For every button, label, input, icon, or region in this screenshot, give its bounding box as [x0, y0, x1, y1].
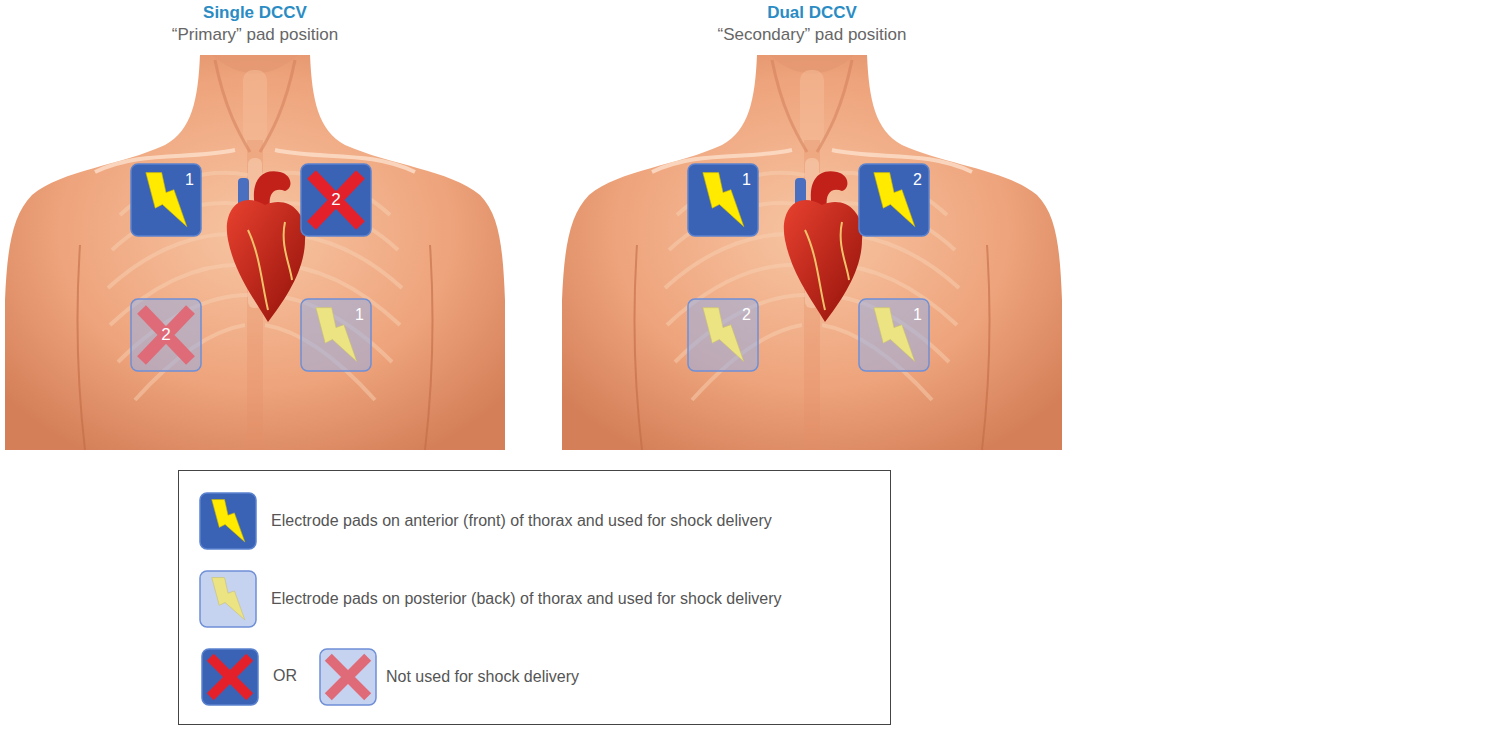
- electrode-pad: 1: [858, 298, 930, 372]
- lightning-bolt: [212, 578, 245, 620]
- electrode-pad: 2: [130, 298, 202, 372]
- legend-text: Not used for shock delivery: [386, 647, 579, 707]
- legend-swatch: [199, 570, 257, 628]
- lightning-bolt: [212, 500, 245, 542]
- pad-number: 1: [355, 306, 364, 324]
- pad-rect: [200, 493, 256, 549]
- legend-box: Electrode pads on anterior (front) of th…: [178, 470, 891, 725]
- not-used-cross: [312, 175, 361, 226]
- legend-row: Electrode pads on anterior (front) of th…: [179, 491, 890, 551]
- pad-rect: [301, 299, 371, 371]
- panel-title: Dual DCCV: [767, 3, 857, 23]
- or-label: OR: [273, 666, 297, 686]
- legend-row: Electrode pads on posterior (back) of th…: [179, 569, 890, 629]
- pad-number: 1: [185, 171, 194, 189]
- pad-number: 2: [742, 306, 751, 324]
- pad-rect: [301, 164, 371, 236]
- legend-swatch: [201, 648, 259, 706]
- pad-number: 2: [913, 171, 922, 189]
- not-used-cross: [210, 657, 249, 696]
- lightning-bolt: [703, 173, 744, 227]
- pad-rect: [859, 164, 929, 236]
- pad-rect: [131, 164, 201, 236]
- panel-subtitle: “Primary” pad position: [172, 25, 338, 45]
- pad-rect: [131, 299, 201, 371]
- pad-number: 2: [161, 326, 170, 344]
- pad-rect: [688, 299, 758, 371]
- pad-shape: [201, 648, 259, 706]
- pad-shape: [199, 570, 257, 628]
- panel-subtitle: “Secondary” pad position: [717, 25, 906, 45]
- legend-swatch: [199, 492, 257, 550]
- not-used-cross: [328, 657, 367, 696]
- pad-number: 1: [742, 171, 751, 189]
- electrode-pad: 2: [687, 298, 759, 372]
- electrode-pad: 2: [300, 163, 372, 237]
- electrode-pad: 2: [858, 163, 930, 237]
- lightning-bolt: [316, 308, 357, 362]
- legend-text: Electrode pads on posterior (back) of th…: [271, 569, 782, 629]
- lightning-bolt: [874, 173, 915, 227]
- electrode-pad: 1: [300, 298, 372, 372]
- pad-number: 1: [913, 306, 922, 324]
- pad-rect: [200, 571, 256, 627]
- pad-shape: [319, 648, 377, 706]
- pad-rect: [320, 649, 376, 705]
- torso-right: [562, 55, 1062, 450]
- pad-rect: [688, 164, 758, 236]
- pad-shape: [199, 492, 257, 550]
- not-used-cross: [142, 310, 191, 361]
- pad-number: 2: [331, 191, 340, 209]
- pad-rect: [859, 299, 929, 371]
- electrode-pad: 1: [687, 163, 759, 237]
- lightning-bolt: [703, 308, 744, 362]
- panel-title: Single DCCV: [203, 3, 307, 23]
- legend-text: Electrode pads on anterior (front) of th…: [271, 491, 772, 551]
- electrode-pad: 1: [130, 163, 202, 237]
- pad-rect: [202, 649, 258, 705]
- lightning-bolt: [874, 308, 915, 362]
- lightning-bolt: [146, 173, 187, 227]
- torso-left: [5, 55, 505, 450]
- legend-swatch: [319, 648, 377, 706]
